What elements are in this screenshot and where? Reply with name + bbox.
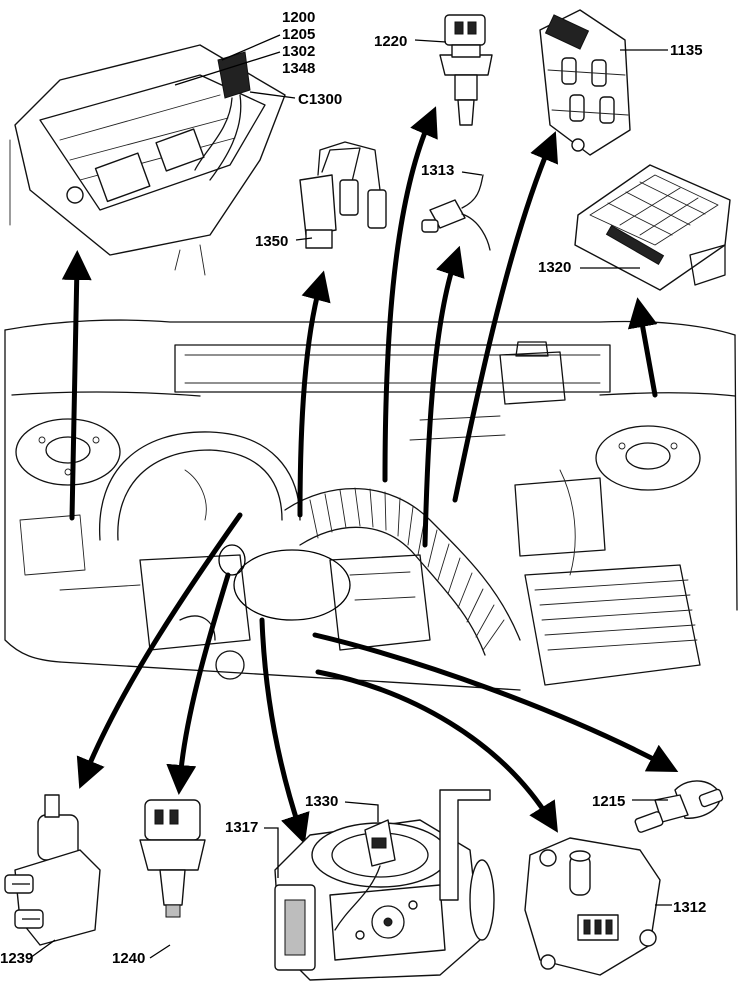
intake-duct <box>284 487 521 656</box>
label-1348: 1348 <box>282 60 315 77</box>
label-1220: 1220 <box>374 33 407 50</box>
label-1200: 1200 <box>282 9 315 26</box>
relay-box-assembly <box>9 44 286 276</box>
pointer-arrows <box>61 106 679 845</box>
label-1312: 1312 <box>673 899 706 916</box>
coolant-temperature-sensor-1220 <box>439 14 493 126</box>
air-temperature-sensor-1240 <box>139 799 206 918</box>
label-1205: 1205 <box>282 26 315 43</box>
label-1320: 1320 <box>538 259 571 276</box>
location-circle-sensor <box>218 544 246 576</box>
pressure-sensor-1312 <box>524 837 661 976</box>
location-circle-throttle-body <box>233 549 351 621</box>
oxygen-sensor-1350 <box>299 141 387 249</box>
pressure-regulator-1215 <box>634 780 724 833</box>
label-1317: 1317 <box>225 819 258 836</box>
label-1135: 1135 <box>670 42 703 59</box>
idle-control-valve-1239 <box>4 794 101 946</box>
label-1239: 1239 <box>0 950 33 967</box>
label-1350: 1350 <box>255 233 288 250</box>
label-1302: 1302 <box>282 43 315 60</box>
label-1330: 1330 <box>305 793 338 810</box>
engine-control-unit-1320 <box>574 164 731 291</box>
engine-bay-outline <box>4 319 738 691</box>
label-1240: 1240 <box>112 950 145 967</box>
label-1313: 1313 <box>421 162 454 179</box>
throttle-body-1317 <box>274 789 495 981</box>
label-1215: 1215 <box>592 793 625 810</box>
label-C1300: C1300 <box>298 91 342 108</box>
ignition-coil-1135 <box>539 9 631 156</box>
speed-sensor-1313 <box>421 174 491 251</box>
reference-labels: 1200 1205 1302 1348 C1300 1220 1135 1313… <box>0 9 706 967</box>
